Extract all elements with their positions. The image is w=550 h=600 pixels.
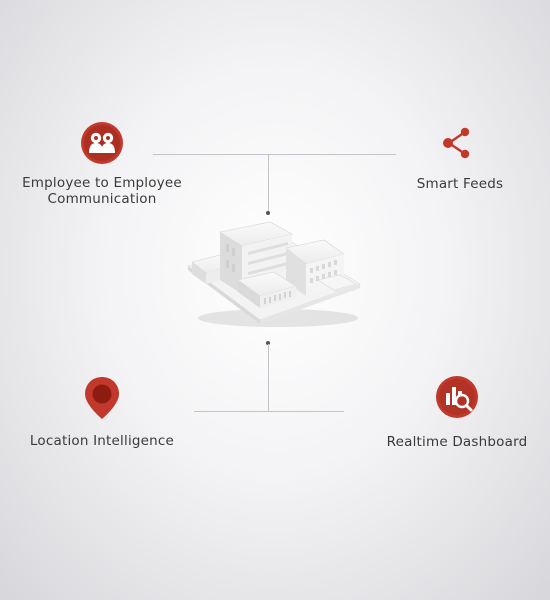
connector-bottom-stem xyxy=(268,344,269,411)
feature-location-intelligence: Location Intelligence xyxy=(8,433,196,449)
people-icon xyxy=(80,121,124,165)
connector-bottom xyxy=(194,411,344,412)
feature-label: Realtime Dashboard xyxy=(386,434,528,450)
feature-label: Location Intelligence xyxy=(29,433,175,449)
feature-smart-feeds: Smart Feeds xyxy=(390,176,530,192)
building-illustration xyxy=(187,221,361,327)
connector-top xyxy=(153,154,396,155)
map-pin-icon xyxy=(84,376,120,420)
feature-label-line1: Employee to Employee xyxy=(22,175,182,191)
connector-top-stem xyxy=(268,154,269,212)
feature-label: Smart Feeds xyxy=(416,176,504,192)
feature-employee-communication: Employee to Employee Communication xyxy=(10,175,194,207)
connector-bottom-dot xyxy=(266,341,270,345)
feature-label-line2: Communication xyxy=(47,191,157,207)
feature-realtime-dashboard: Realtime Dashboard xyxy=(378,434,536,450)
share-icon xyxy=(440,126,474,160)
chart-search-icon xyxy=(435,375,479,419)
connector-top-dot xyxy=(266,211,270,215)
